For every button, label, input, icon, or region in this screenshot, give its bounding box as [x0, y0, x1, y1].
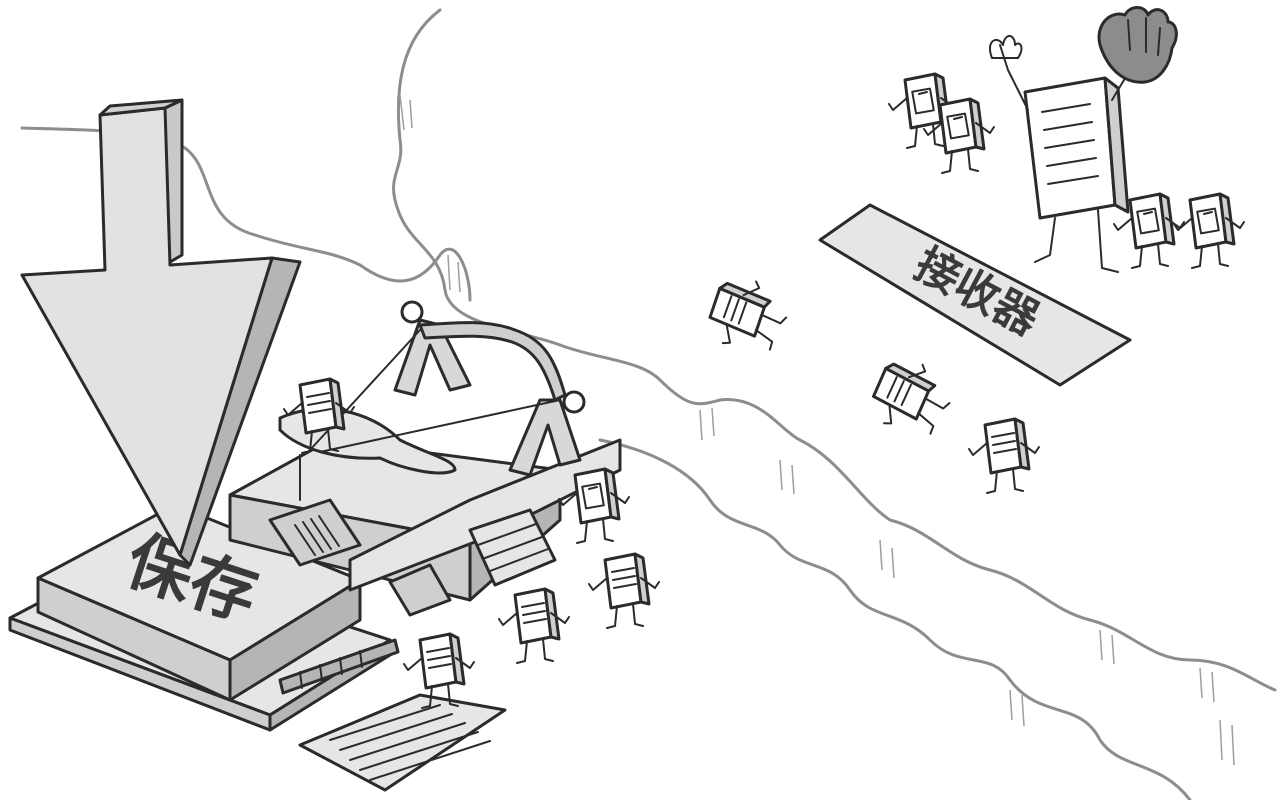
fallen-document	[695, 266, 798, 367]
receiver-sign: 接收器	[818, 203, 1132, 387]
stairwell	[298, 693, 507, 792]
waving-hand-icon	[989, 35, 1023, 59]
ground-cracks	[20, 8, 1277, 800]
catapult-machine	[228, 300, 622, 695]
catcher-document	[999, 44, 1136, 273]
fallen-document	[967, 417, 1041, 495]
document-character	[497, 587, 571, 665]
document-character	[587, 552, 661, 630]
baseball-glove-icon	[1097, 6, 1178, 84]
floppy-character	[1172, 192, 1246, 270]
down-arrow-icon	[20, 98, 302, 567]
fallen-document	[857, 347, 962, 450]
